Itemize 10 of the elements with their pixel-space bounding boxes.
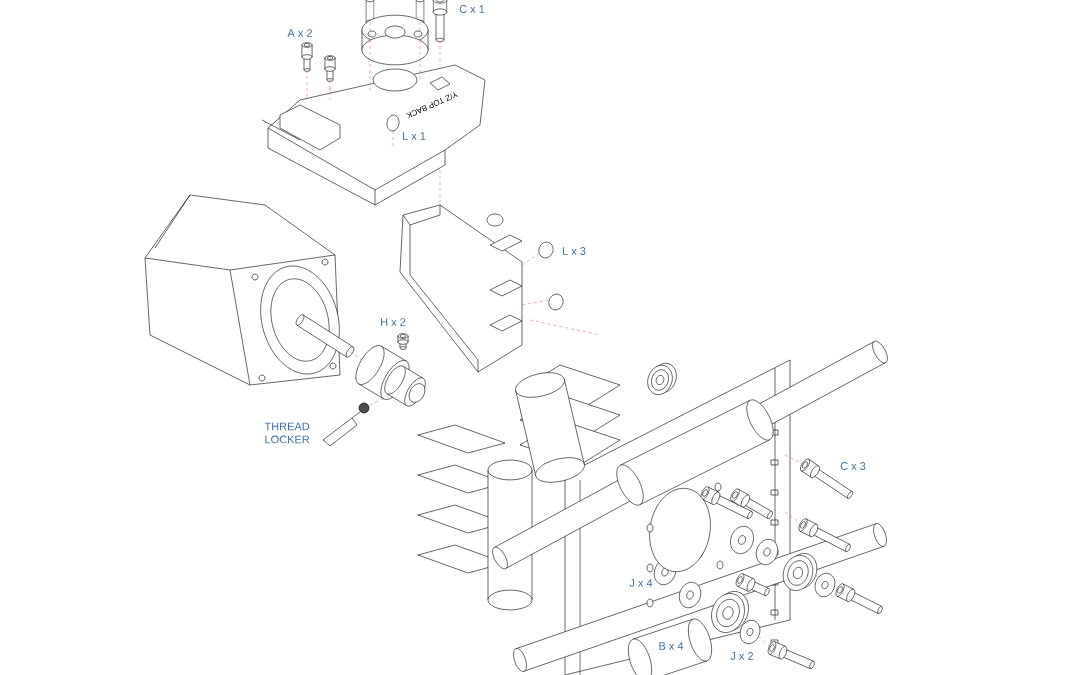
part-callout: A x 2 — [286, 28, 314, 38]
part-callout: B x 4 — [657, 641, 685, 651]
callout-note: THREAD LOCKER — [263, 421, 321, 445]
part-callout: J x 2 — [729, 651, 755, 661]
part-callout: H x 2 — [379, 317, 407, 327]
part-callout: C x 1 — [458, 4, 486, 14]
part-callout: J x 4 — [628, 578, 654, 588]
part-callout: C x 3 — [839, 461, 867, 471]
part-callout: L x 3 — [561, 246, 587, 256]
part-callout: L x 1 — [401, 131, 427, 141]
